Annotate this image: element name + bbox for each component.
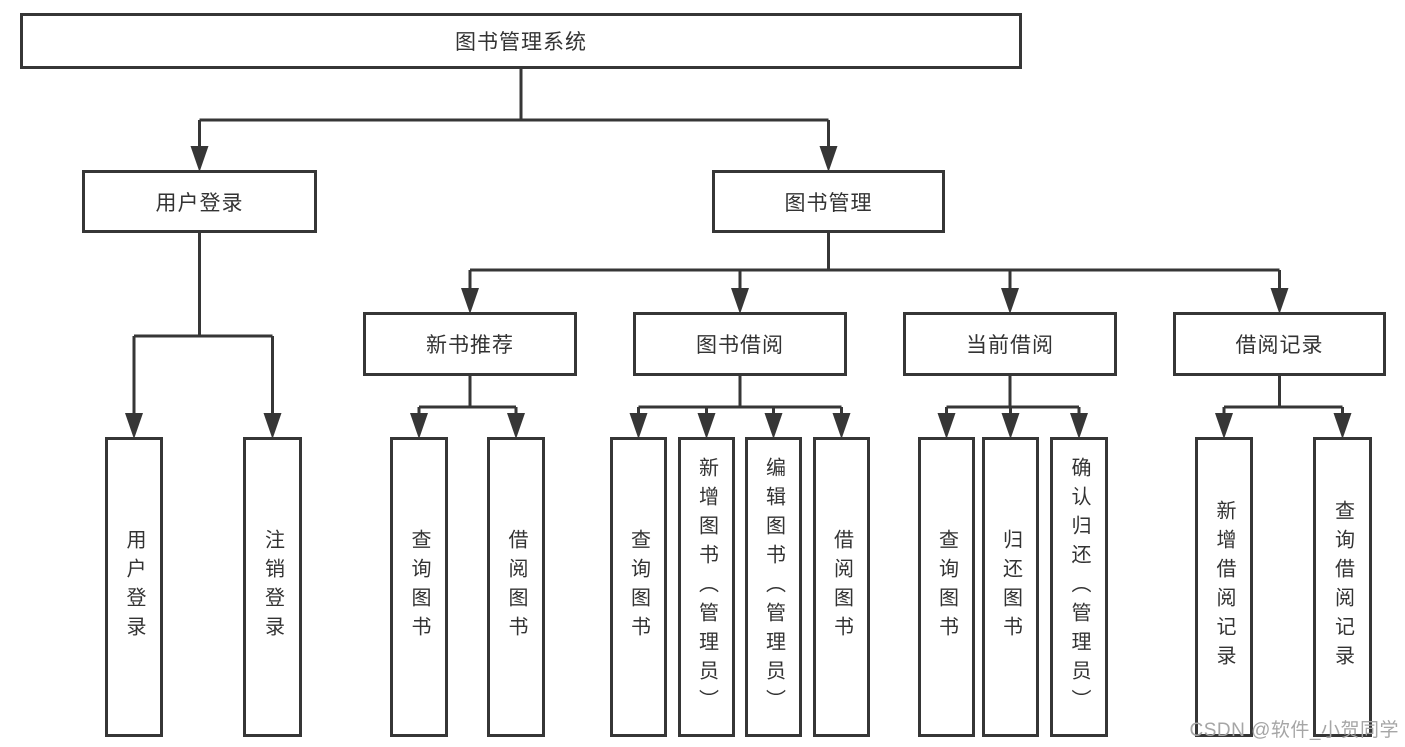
node-label-records: 借阅记录	[1235, 334, 1324, 357]
node-v-nb-query: 查询图书	[390, 437, 448, 737]
node-v-bb-query: 查询图书	[610, 437, 667, 737]
node-new-rec: 新书推荐	[363, 312, 577, 376]
node-label-v-br-query: 查询借阅记录	[1331, 500, 1354, 674]
node-v-logout: 注销登录	[243, 437, 302, 737]
node-label-v-br-add: 新增借阅记录	[1213, 500, 1235, 674]
node-root: 图书管理系统	[20, 13, 1022, 69]
arrowhead-v-nb-query	[410, 413, 428, 439]
arrowhead-v-br-add	[1215, 413, 1233, 439]
arrowhead-v-login	[125, 413, 143, 439]
node-label-v-bb-add: 新增图书（管理员）	[695, 456, 718, 718]
node-borrow: 图书借阅	[633, 312, 847, 376]
arrowhead-borrow	[731, 288, 749, 314]
arrowhead-v-cb-confirm	[1070, 413, 1088, 439]
node-book-mgmt: 图书管理	[712, 170, 945, 233]
arrowhead-v-bb-edit	[764, 413, 783, 439]
arrowhead-v-bb-borrow	[832, 413, 851, 439]
node-label-v-nb-query: 查询图书	[408, 529, 430, 645]
node-v-cb-query: 查询图书	[918, 437, 975, 737]
arrowhead-current	[1001, 288, 1019, 314]
node-v-br-query: 查询借阅记录	[1313, 437, 1372, 737]
node-v-login: 用户登录	[105, 437, 163, 737]
node-label-root: 图书管理系统	[455, 31, 587, 54]
node-label-v-bb-query: 查询图书	[627, 529, 650, 645]
node-label-v-login: 用户登录	[123, 529, 145, 645]
arrowhead-book-mgmt	[819, 146, 838, 172]
arrowhead-v-nb-borrow	[507, 413, 525, 439]
watermark-text: CSDN @软件_小贺同学	[1189, 720, 1399, 741]
node-label-v-nb-borrow: 借阅图书	[505, 529, 527, 645]
node-v-cb-confirm: 确认归还（管理员）	[1050, 437, 1108, 737]
node-label-v-cb-query: 查询图书	[935, 529, 958, 645]
node-v-br-add: 新增借阅记录	[1195, 437, 1253, 737]
node-v-bb-borrow: 借阅图书	[813, 437, 870, 737]
arrowhead-v-cb-return	[1001, 413, 1020, 439]
arrowhead-v-bb-query	[629, 413, 648, 439]
arrowhead-v-cb-query	[937, 413, 956, 439]
arrowhead-new-rec	[461, 288, 479, 314]
node-v-nb-borrow: 借阅图书	[487, 437, 545, 737]
node-user-login: 用户登录	[82, 170, 317, 233]
node-v-bb-add: 新增图书（管理员）	[678, 437, 735, 737]
node-v-bb-edit: 编辑图书（管理员）	[745, 437, 802, 737]
node-v-cb-return: 归还图书	[982, 437, 1039, 737]
node-label-new-rec: 新书推荐	[426, 334, 514, 357]
node-records: 借阅记录	[1173, 312, 1386, 376]
node-label-book-mgmt: 图书管理	[784, 191, 873, 215]
node-label-v-bb-borrow: 借阅图书	[830, 529, 853, 645]
arrowhead-v-logout	[263, 413, 282, 439]
node-label-borrow: 图书借阅	[696, 334, 784, 357]
node-current: 当前借阅	[903, 312, 1117, 376]
arrowhead-user-login	[190, 146, 209, 172]
node-label-v-cb-confirm: 确认归还（管理员）	[1068, 456, 1090, 718]
node-label-current: 当前借阅	[966, 334, 1054, 357]
node-label-v-cb-return: 归还图书	[999, 529, 1022, 645]
arrowhead-records	[1270, 288, 1289, 314]
node-label-v-bb-edit: 编辑图书（管理员）	[762, 456, 785, 718]
arrowhead-v-bb-add	[697, 413, 716, 439]
arrowhead-v-br-query	[1333, 413, 1352, 439]
node-label-v-logout: 注销登录	[261, 529, 284, 645]
node-label-user-login: 用户登录	[155, 191, 244, 215]
